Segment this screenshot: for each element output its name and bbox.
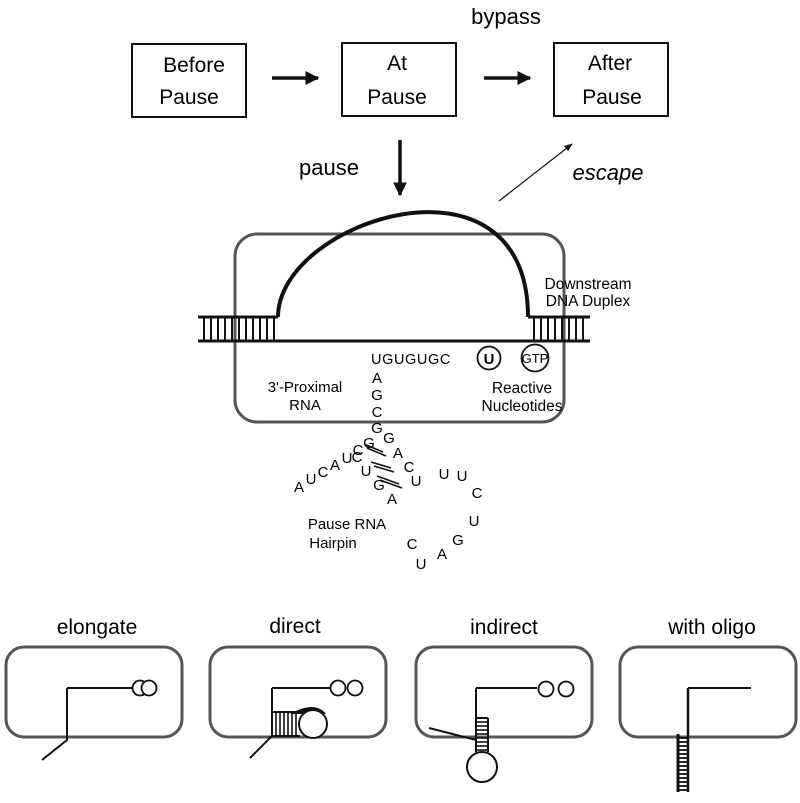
label-downstream-line1: Downstream bbox=[545, 276, 632, 293]
label-pause: pause bbox=[299, 155, 359, 180]
label-rna-line1: 3'-Proximal bbox=[268, 379, 343, 396]
hairpin-pair bbox=[373, 465, 395, 473]
mode-label-direct: direct bbox=[269, 615, 321, 638]
mode-direct: direct bbox=[208, 615, 388, 759]
state-before-pause: Before Pause bbox=[131, 43, 247, 118]
hairpin-left-base: A bbox=[330, 457, 340, 474]
label-reactive-line1: Reactive bbox=[492, 380, 552, 397]
hairpin-stem-base: G bbox=[371, 420, 383, 437]
mode-elongate-nt2 bbox=[140, 679, 158, 697]
mode-indirect-rnap bbox=[414, 645, 594, 739]
hairpin-outer-base: A bbox=[393, 445, 403, 462]
label-downstream-line2: DNA Duplex bbox=[546, 293, 631, 310]
state-before-line1: Before bbox=[163, 54, 225, 77]
hairpin-left-base: A bbox=[294, 479, 304, 496]
mode-oligo-pairs bbox=[678, 737, 688, 791]
mode-label-with-oligo: with oligo bbox=[667, 616, 756, 639]
label-hairpin-line2: Hairpin bbox=[309, 535, 357, 552]
state-after-line1: After bbox=[588, 52, 632, 75]
hairpin-loop-base: G bbox=[452, 532, 464, 549]
arrow-escape bbox=[498, 143, 573, 202]
hairpin-inner-base: C bbox=[352, 449, 363, 466]
label-bypass: bypass bbox=[471, 4, 541, 29]
hairpin-stem-base: G bbox=[371, 387, 383, 404]
mode-indirect-stem bbox=[475, 718, 489, 752]
hairpin-pair bbox=[376, 475, 400, 485]
hairpin-loop-base: U bbox=[469, 513, 480, 530]
hairpin-loop-base: C bbox=[407, 536, 418, 553]
hairpin-inner-base: G bbox=[363, 435, 375, 452]
hairpin-pair bbox=[366, 447, 387, 457]
hairpin-loop-base: U bbox=[439, 466, 450, 483]
state-after-line2: Pause bbox=[582, 86, 642, 109]
mode-indirect-stem-pairs bbox=[476, 721, 488, 751]
label-hairpin-line1: Pause RNA bbox=[308, 516, 386, 533]
mode-indirect-nt1 bbox=[537, 680, 555, 698]
dna-base-pairs bbox=[203, 317, 584, 341]
hairpin-left-base: U bbox=[342, 450, 353, 467]
hairpin-outer-base: A bbox=[387, 491, 397, 508]
hairpin-outer-base: C bbox=[404, 459, 415, 476]
hairpin-stem-base: A bbox=[372, 370, 382, 387]
state-at-line2: Pause bbox=[367, 86, 427, 109]
mode-indirect-loop bbox=[466, 751, 498, 783]
reactive-u-label: U bbox=[484, 351, 495, 368]
hairpin-stem-base: C bbox=[372, 404, 383, 421]
mode-direct-loop bbox=[298, 709, 328, 739]
mode-indirect: indirect bbox=[414, 616, 594, 783]
hairpin-loop-base: A bbox=[437, 546, 447, 563]
mode-elongate: elongate bbox=[4, 616, 184, 761]
reactive-u-circle bbox=[476, 345, 502, 371]
transcription-bubble bbox=[276, 210, 530, 318]
mode-indirect-strand bbox=[428, 688, 477, 742]
mode-direct-nt1 bbox=[329, 679, 347, 697]
state-after-pause: After Pause bbox=[553, 42, 669, 117]
hairpin-left-base: C bbox=[318, 464, 329, 481]
mode-label-elongate: elongate bbox=[57, 616, 138, 639]
mode-label-indirect: indirect bbox=[470, 616, 538, 639]
mode-with-oligo: with oligo bbox=[618, 616, 798, 792]
gtp-label: GTP bbox=[522, 351, 549, 366]
mode-elongate-rnap bbox=[4, 645, 184, 739]
hairpin-left-base: U bbox=[306, 471, 317, 488]
hairpin-pair bbox=[370, 461, 392, 469]
hairpin-inner-base: G bbox=[373, 477, 385, 494]
hairpin-outer-base: G bbox=[383, 430, 395, 447]
hairpin-inner-base: U bbox=[361, 463, 372, 480]
state-at-line1: At bbox=[387, 52, 407, 75]
mode-elongate-strand bbox=[41, 688, 68, 761]
hairpin-loop-base: U bbox=[416, 556, 427, 573]
label-escape: escape bbox=[573, 160, 644, 185]
gtp-circle bbox=[520, 343, 550, 373]
label-reactive-line2: Nucleotides bbox=[482, 398, 563, 415]
hairpin-pair bbox=[379, 479, 403, 489]
mode-oligo-rnap bbox=[618, 645, 798, 739]
mode-direct-strand bbox=[249, 688, 273, 759]
mode-direct-stem-pairs bbox=[275, 712, 297, 736]
mode-indirect-nt2 bbox=[557, 680, 575, 698]
polymerase-outline bbox=[233, 232, 566, 424]
mode-direct-nt2 bbox=[346, 679, 364, 697]
hairpin-pair bbox=[363, 443, 384, 453]
label-rna-line2: RNA bbox=[289, 397, 321, 414]
hairpin-loop-base: U bbox=[411, 473, 422, 490]
rna-transcript-sequence: UGUGUGC bbox=[371, 352, 451, 368]
state-at-pause: At Pause bbox=[341, 42, 457, 117]
paused-complex: Downstream DNA Duplex 3'-Proximal RNA Re… bbox=[198, 210, 632, 573]
hairpin-loop-base: U bbox=[457, 468, 468, 485]
hairpin-loop-base: C bbox=[472, 485, 483, 502]
hairpin-left-base: C bbox=[353, 442, 364, 459]
state-before-line2: Pause bbox=[159, 86, 219, 109]
